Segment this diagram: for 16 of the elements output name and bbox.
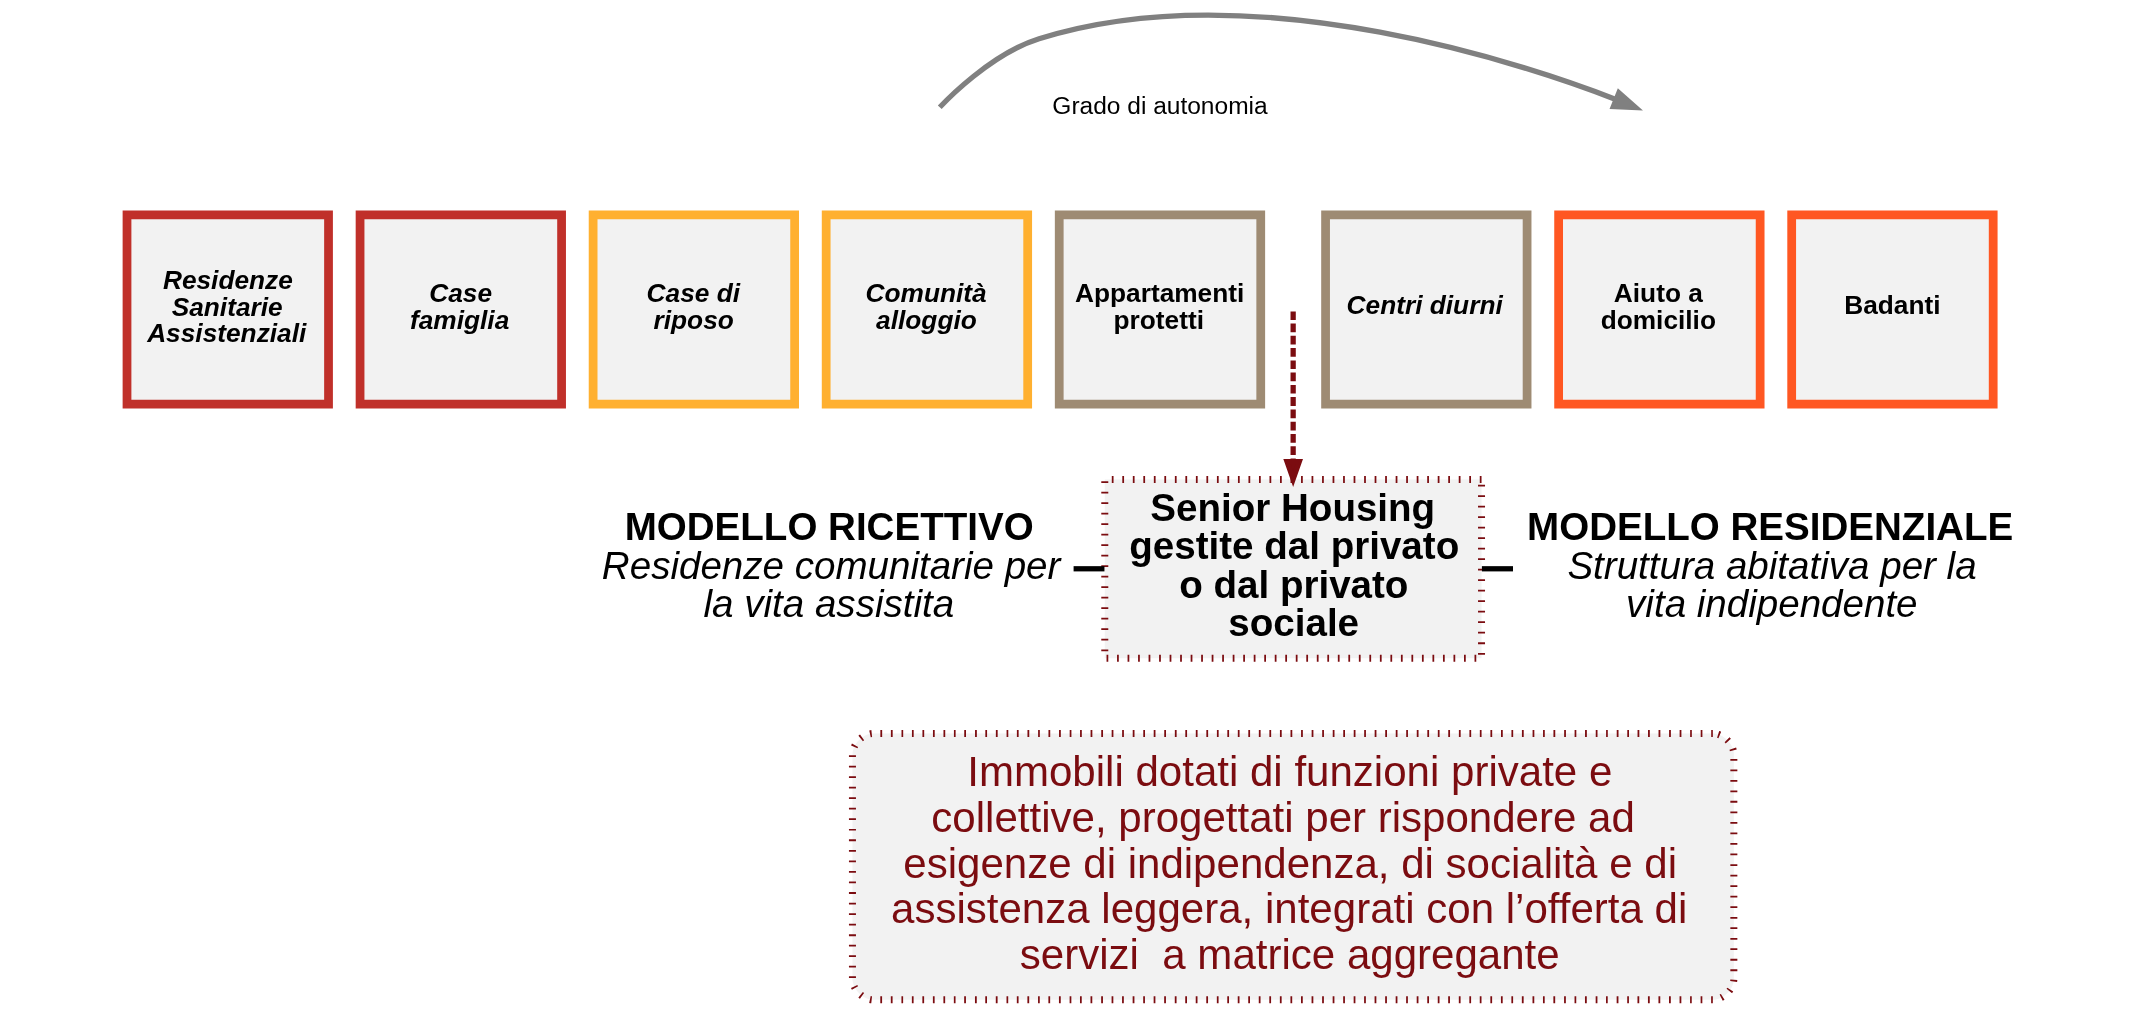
node-box: Residenze Sanitarie Assistenziali	[122, 210, 333, 409]
node-box: Immobili dotati di funzioni private e collettive, progettati per rispondere ad esigenze di indipendenza, di socialità e di assistenza leggera, integrati con l’offerta di servizi a matrice aggregante	[848, 730, 1737, 1004]
node-box: Badanti	[1786, 210, 1998, 409]
node-box: Case famiglia	[355, 210, 566, 409]
node-text: MODELLO RESIDENZIALE Struttura abitativa per la vita indipendente	[1526, 505, 2013, 626]
node-box: Centri diurni	[1320, 210, 1531, 409]
label: Grado di autonomia	[1051, 92, 1268, 120]
connector	[1481, 566, 1513, 572]
node-box: Case di riposo	[588, 210, 799, 409]
node-box: Aiuto a domicilio	[1553, 210, 1765, 409]
arrow	[1282, 311, 1303, 488]
node-box: Comunità alloggio	[821, 210, 1032, 409]
node-box: Senior Housing gestite dal privato o dal privato sociale	[1100, 475, 1485, 662]
connector	[1073, 566, 1104, 572]
node-text: MODELLO RICETTIVO Residenze comunitarie per la vita assistita	[601, 505, 1060, 626]
node-box: Appartamenti protetti	[1054, 210, 1265, 409]
